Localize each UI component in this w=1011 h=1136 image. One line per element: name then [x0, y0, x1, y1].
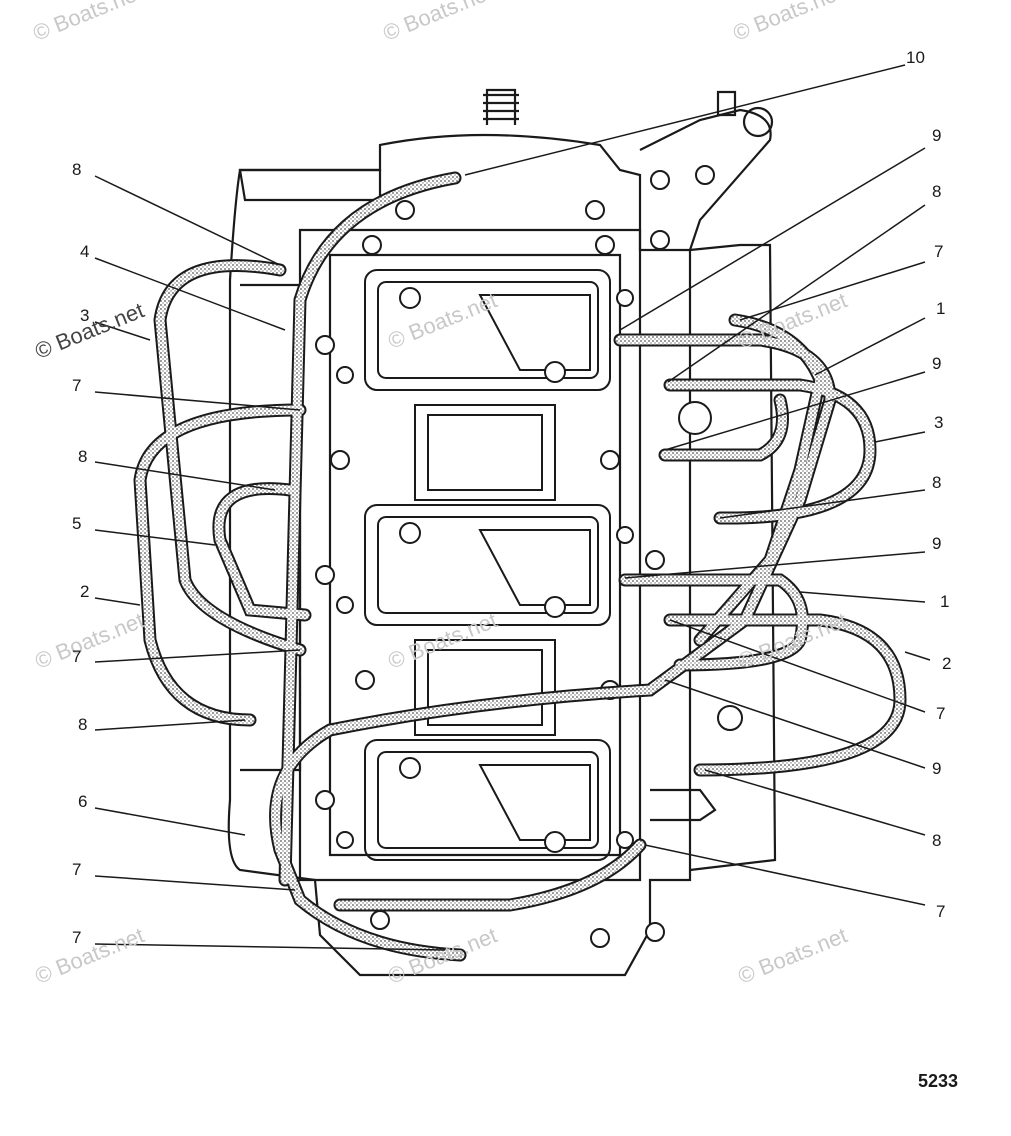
callout-label: 9 — [932, 126, 942, 145]
figure-number: 5233 — [918, 1071, 959, 1091]
callout-label: 7 — [72, 647, 82, 666]
callout-label: 8 — [932, 831, 942, 850]
callout-label: 8 — [932, 182, 942, 201]
callout-label: 3 — [934, 413, 944, 432]
callout-label: 7 — [936, 704, 946, 723]
callout-label: 7 — [72, 376, 82, 395]
callout-label: 1 — [936, 299, 946, 318]
callout-label: 7 — [936, 902, 946, 921]
callout-label: 8 — [932, 473, 942, 492]
callout-label: 4 — [80, 242, 90, 261]
callout-label: 8 — [78, 447, 88, 466]
callout-label: 9 — [932, 354, 942, 373]
callout-label: 9 — [932, 759, 942, 778]
callout-label: 1 — [940, 592, 950, 611]
callout-label: 2 — [80, 582, 90, 601]
callout-label: 7 — [934, 242, 944, 261]
port-plates — [364, 269, 611, 861]
callout-label: 2 — [942, 654, 952, 673]
callout-label: 5 — [72, 514, 82, 533]
bolt-heads — [315, 165, 743, 948]
callout-label: 3 — [80, 306, 90, 325]
callout-label: 9 — [932, 534, 942, 553]
callout-label: 8 — [78, 715, 88, 734]
callout-label: 6 — [78, 792, 88, 811]
leader-lines — [94, 64, 931, 951]
callout-label: 8 — [72, 160, 82, 179]
engine-block — [227, 88, 777, 977]
callout-label: 10 — [906, 48, 925, 67]
callout-label: 7 — [72, 928, 82, 947]
callout-label: 7 — [72, 860, 82, 879]
